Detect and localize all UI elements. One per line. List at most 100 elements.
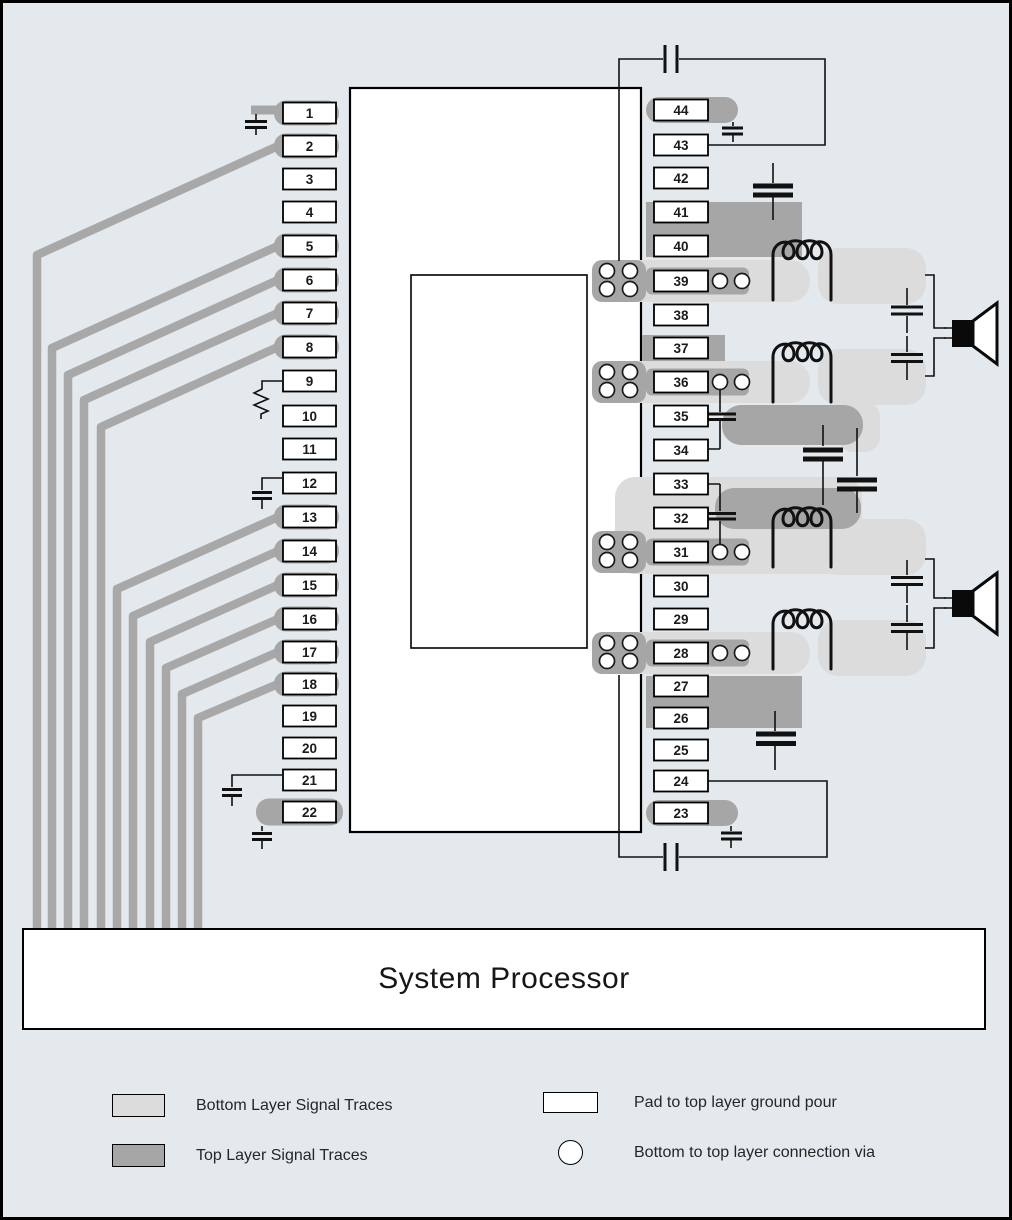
- components: [222, 45, 946, 871]
- svg-text:33: 33: [673, 477, 689, 492]
- pin9-resistor-icon: [251, 380, 282, 419]
- signal-trace-pin-7: [79, 309, 280, 929]
- svg-text:7: 7: [306, 306, 314, 321]
- net-33-32-31: [708, 483, 736, 546]
- system-processor-label: System Processor: [378, 962, 630, 995]
- pin-left-16: 16: [282, 607, 337, 631]
- pin-left-2: 2: [282, 134, 337, 158]
- via-icon: [598, 381, 616, 399]
- bottom-loop-trace: [618, 675, 828, 871]
- via-icon: [711, 543, 729, 561]
- via-icon: [733, 272, 751, 290]
- pin-right-42: 42: [653, 166, 709, 190]
- svg-text:4: 4: [306, 205, 314, 220]
- supply-capacitor-bottom-icon: [756, 711, 796, 770]
- via-icon: [621, 551, 639, 569]
- filter-capacitor-a-icon: [803, 425, 843, 505]
- pin-left-21: 21: [282, 768, 337, 792]
- svg-text:36: 36: [673, 375, 689, 390]
- svg-text:13: 13: [302, 510, 318, 525]
- top-loop-trace: [618, 45, 826, 261]
- pin-right-23: 23: [653, 801, 709, 825]
- via-icon: [621, 634, 639, 652]
- speaker2-wire-plus: [925, 558, 946, 599]
- via-icon: [733, 644, 751, 662]
- pin-left-5: 5: [282, 234, 337, 258]
- via-icon: [598, 634, 616, 652]
- pin-right-36: 36: [653, 370, 709, 394]
- pin-right-38: 38: [653, 303, 709, 327]
- signal-trace-pin-13: [112, 513, 280, 929]
- signal-trace-pin-5: [47, 242, 280, 929]
- svg-text:10: 10: [302, 409, 317, 424]
- legend-label: Top Layer Signal Traces: [196, 1146, 368, 1164]
- pin-left-6: 6: [282, 268, 337, 292]
- pin-left-15: 15: [282, 573, 337, 597]
- pin44-capacitor-icon: [722, 122, 743, 142]
- via-icon: [621, 262, 639, 280]
- svg-text:21: 21: [302, 773, 318, 788]
- speaker1-wire-minus: [925, 337, 946, 377]
- signal-trace-pin-14: [128, 547, 280, 929]
- svg-text:30: 30: [673, 579, 688, 594]
- pin-right-27: 27: [653, 674, 709, 698]
- ic-inner-region: [410, 274, 588, 649]
- svg-text:2: 2: [306, 139, 314, 154]
- pad-swatch: [543, 1092, 598, 1113]
- pin-left-7: 7: [282, 301, 337, 325]
- svg-text:26: 26: [673, 711, 689, 726]
- net-36-35-34: [708, 389, 736, 450]
- pin-right-26: 26: [653, 706, 709, 730]
- svg-text:3: 3: [306, 172, 314, 187]
- signal-trace-pin-2: [32, 142, 280, 929]
- svg-text:41: 41: [673, 205, 689, 220]
- via-circles: [598, 262, 751, 670]
- filter-trace-35-34: [722, 405, 863, 445]
- legend-label: Bottom to top layer connection via: [634, 1143, 876, 1161]
- signal-trace-pin-15: [145, 581, 280, 929]
- via-icon: [621, 533, 639, 551]
- svg-text:20: 20: [302, 741, 317, 756]
- pin-left-19: 19: [282, 704, 337, 728]
- svg-text:18: 18: [302, 677, 318, 692]
- svg-text:42: 42: [673, 171, 688, 186]
- legend-label: Bottom Layer Signal Traces: [196, 1096, 393, 1114]
- system-processor-block: System Processor: [22, 928, 986, 1030]
- signal-trace-pin-16: [161, 615, 280, 929]
- speaker1-icon: [944, 300, 999, 367]
- pin21-capacitor-icon: [222, 774, 282, 806]
- pin-left-17: 17: [282, 640, 337, 664]
- svg-text:25: 25: [673, 743, 689, 758]
- svg-text:14: 14: [302, 544, 318, 559]
- pin-left-18: 18: [282, 672, 337, 696]
- svg-text:5: 5: [306, 239, 314, 254]
- svg-text:6: 6: [306, 273, 314, 288]
- via-icon: [711, 644, 729, 662]
- svg-text:44: 44: [673, 103, 689, 118]
- svg-text:8: 8: [306, 340, 314, 355]
- svg-text:32: 32: [673, 511, 688, 526]
- via-icon: [598, 280, 616, 298]
- bottom-pour-row1-right: [818, 349, 926, 405]
- svg-text:43: 43: [673, 138, 689, 153]
- svg-text:15: 15: [302, 578, 318, 593]
- svg-text:16: 16: [302, 612, 318, 627]
- svg-text:34: 34: [673, 443, 689, 458]
- pin-right-31: 31: [653, 540, 709, 564]
- svg-text:12: 12: [302, 476, 317, 491]
- via-icon: [733, 373, 751, 391]
- svg-text:19: 19: [302, 709, 317, 724]
- pin1-capacitor-icon: [245, 105, 278, 135]
- via-icon: [621, 652, 639, 670]
- filter-capacitor-b-icon: [837, 428, 877, 513]
- supply-capacitor-top-icon: [753, 163, 793, 220]
- pin-right-29: 29: [653, 607, 709, 631]
- capacitor-icon: [708, 412, 736, 421]
- svg-text:17: 17: [302, 645, 317, 660]
- capacitor-icon: [663, 843, 679, 871]
- pin-left-11: 11: [282, 437, 337, 461]
- capacitor-icon: [708, 512, 736, 521]
- svg-text:23: 23: [673, 806, 689, 821]
- signal-trace-pin-8: [96, 343, 280, 929]
